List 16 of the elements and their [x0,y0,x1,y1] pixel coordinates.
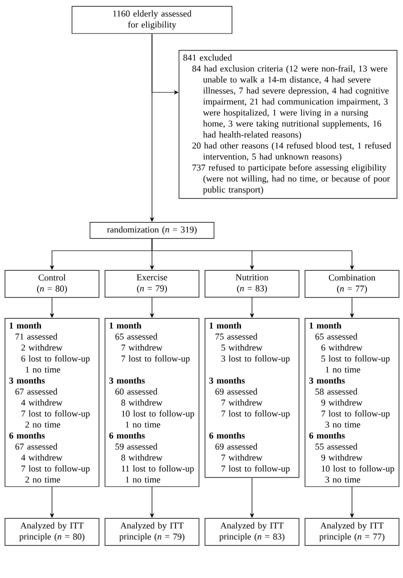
analysis-box: Analyzed by ITT principle (n = 79) [104,518,200,546]
follow-up-box: 1 month 65 assessed 6 withdrew 5 lost to follow-up 1 no time 3 months 58 assessed 9 withdrew 7 lost to follow-up 3 no time 6 months 55 assessed 9 withdrew 10 lost to follow-up 3 no time [304,318,400,487]
follow-up-box: 1 month 75 assessed 5 withdrew 3 lost to follow-up 3 months 69 assessed 7 withdrew 7 lost to follow-up 6 months 69 assessed 7 withdrew 7 lost to follow-up [204,318,300,478]
assessment-box: 1160 elderly assessed for eligibility [72,6,232,34]
group-box: Nutrition (n = 83) [204,270,300,298]
group-box: Exercise (n = 79) [104,270,200,298]
follow-up-box: 1 month 65 assessed 7 withdrew 7 lost to follow-up 3 months 60 assessed 8 withdrew 10 lost to follow-up 1 no time 6 months 59 assessed 8 withdrew 11 lost to follow-up 1 no time [104,318,200,487]
group-box: Combination (n = 77) [304,270,400,298]
analysis-box: Analyzed by ITT principle (n = 80) [4,518,100,546]
analysis-box: Analyzed by ITT principle (n = 83) [204,518,300,546]
analysis-box: Analyzed by ITT principle (n = 77) [304,518,400,546]
randomization-box: randomization (n = 319) [90,222,214,239]
group-box: Control (n = 80) [4,270,100,298]
arrow [152,238,354,270]
follow-up-box: 1 month 71 assessed 2 withdrew 6 lost to follow-up 1 no time 3 months 67 assessed 4 withdrew 7 lost to follow-up 2 no time 6 months 67 assessed 4 withdrew 7 lost to follow-up 2 no time [4,318,100,487]
exclusion-box: 841 excluded 84 had exclusion criteria (12 were non-frail, 13 were unable to walk a 14-m distance, 4 had severe illnesses, 7 had severe depression, 4 had cognitive impairment, 21 had communication impairment, 3 were hospitalized, 1 were living in a nursing home, 3 were taking nutritional supplements, 16 had health-related reasons) 20 had other reasons (14 refused blood test, 1 refused intervention, 5 had unknown reasons) 737 refused to participate before assessing eligibility (were not willing, had no time, or because of poor public transport) [178,50,398,199]
